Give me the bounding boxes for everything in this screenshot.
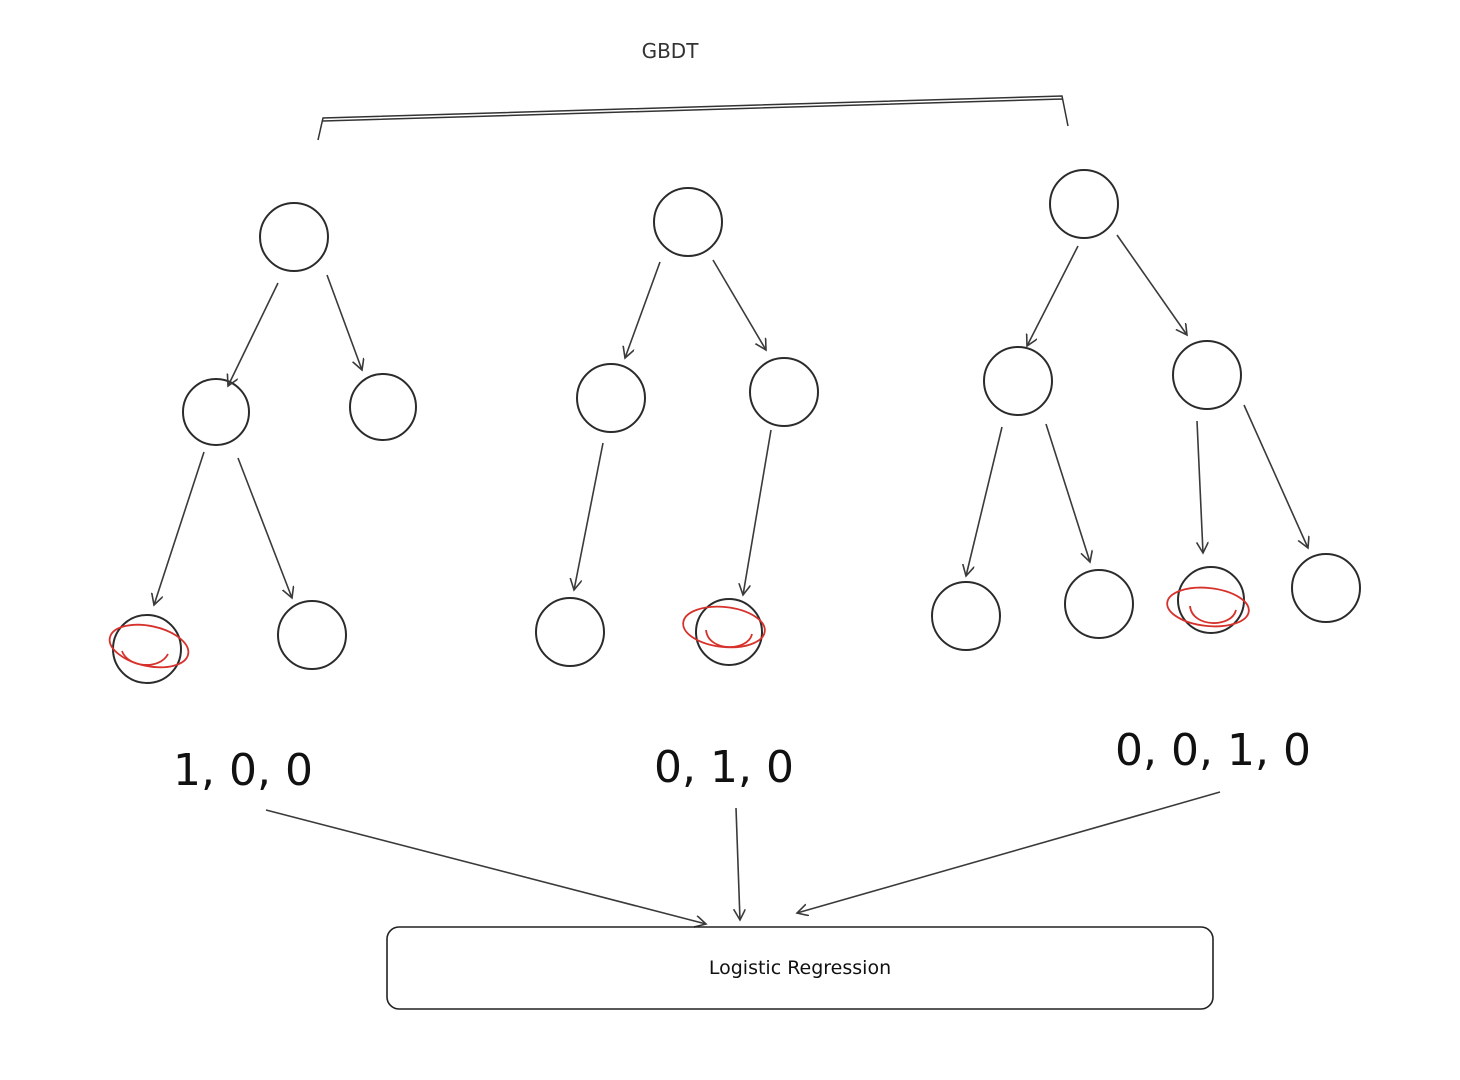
tree-3-edge [1116,234,1187,335]
diagram-title: GBDT [642,39,700,63]
tree-3-leaf-node [1291,553,1361,623]
tree-3-edge [1243,404,1308,548]
logistic-regression-label: Logistic Regression [709,957,891,979]
tree-1-leaf-node [349,373,417,441]
tree-2-root [653,187,723,257]
tree-1-internal-node [182,378,250,446]
tree-1-active-leaf-mark [108,623,190,669]
tree-3-edge [966,426,1003,576]
tree-3 [931,169,1361,651]
tree-3-internal-node [1172,340,1242,410]
tree-3-leaf-vector: 0, 0, 1, 0 [1115,725,1311,776]
tree-3-internal-node [983,346,1053,416]
tree-3-root [1049,169,1119,239]
tree-1-edge [154,451,205,605]
tree-2-edge [712,259,766,350]
tree-3-edge [1027,245,1079,346]
tree-3-edge [1045,423,1090,562]
tree-2-leaf-node [535,597,605,667]
tree-3-leaf-node [931,581,1001,651]
tree-2-internal-node [576,363,646,433]
tree-2-leaf-node [695,598,763,666]
tree-1 [108,202,417,684]
tree-1-edge [237,457,292,598]
tree-1-leaf-vector: 1, 0, 0 [173,745,313,796]
vector-3-to-lr-arrow [797,791,1221,913]
tree-1-edge [228,282,279,386]
tree-2-leaf-vector: 0, 1, 0 [654,742,794,793]
vector-1-to-lr-arrow [265,809,706,924]
tree-2-edge [574,442,604,590]
tree-2-edge [625,261,661,358]
tree-1-leaf-node [277,600,347,670]
tree-3-edge [1197,420,1203,553]
tree-3-active-leaf-mark [1166,586,1250,628]
vector-2-to-lr-arrow [736,807,740,920]
tree-1-root [259,202,329,272]
logistic-regression-box [386,926,1214,1010]
tree-3-leaf-node [1064,569,1134,639]
tree-2-active-leaf-mark [682,605,766,649]
tree-2 [535,187,819,667]
tree-2-internal-node [749,357,819,427]
ensemble-bracket [317,95,1069,141]
tree-2-edge [743,429,772,595]
tree-1-edge [326,274,362,370]
